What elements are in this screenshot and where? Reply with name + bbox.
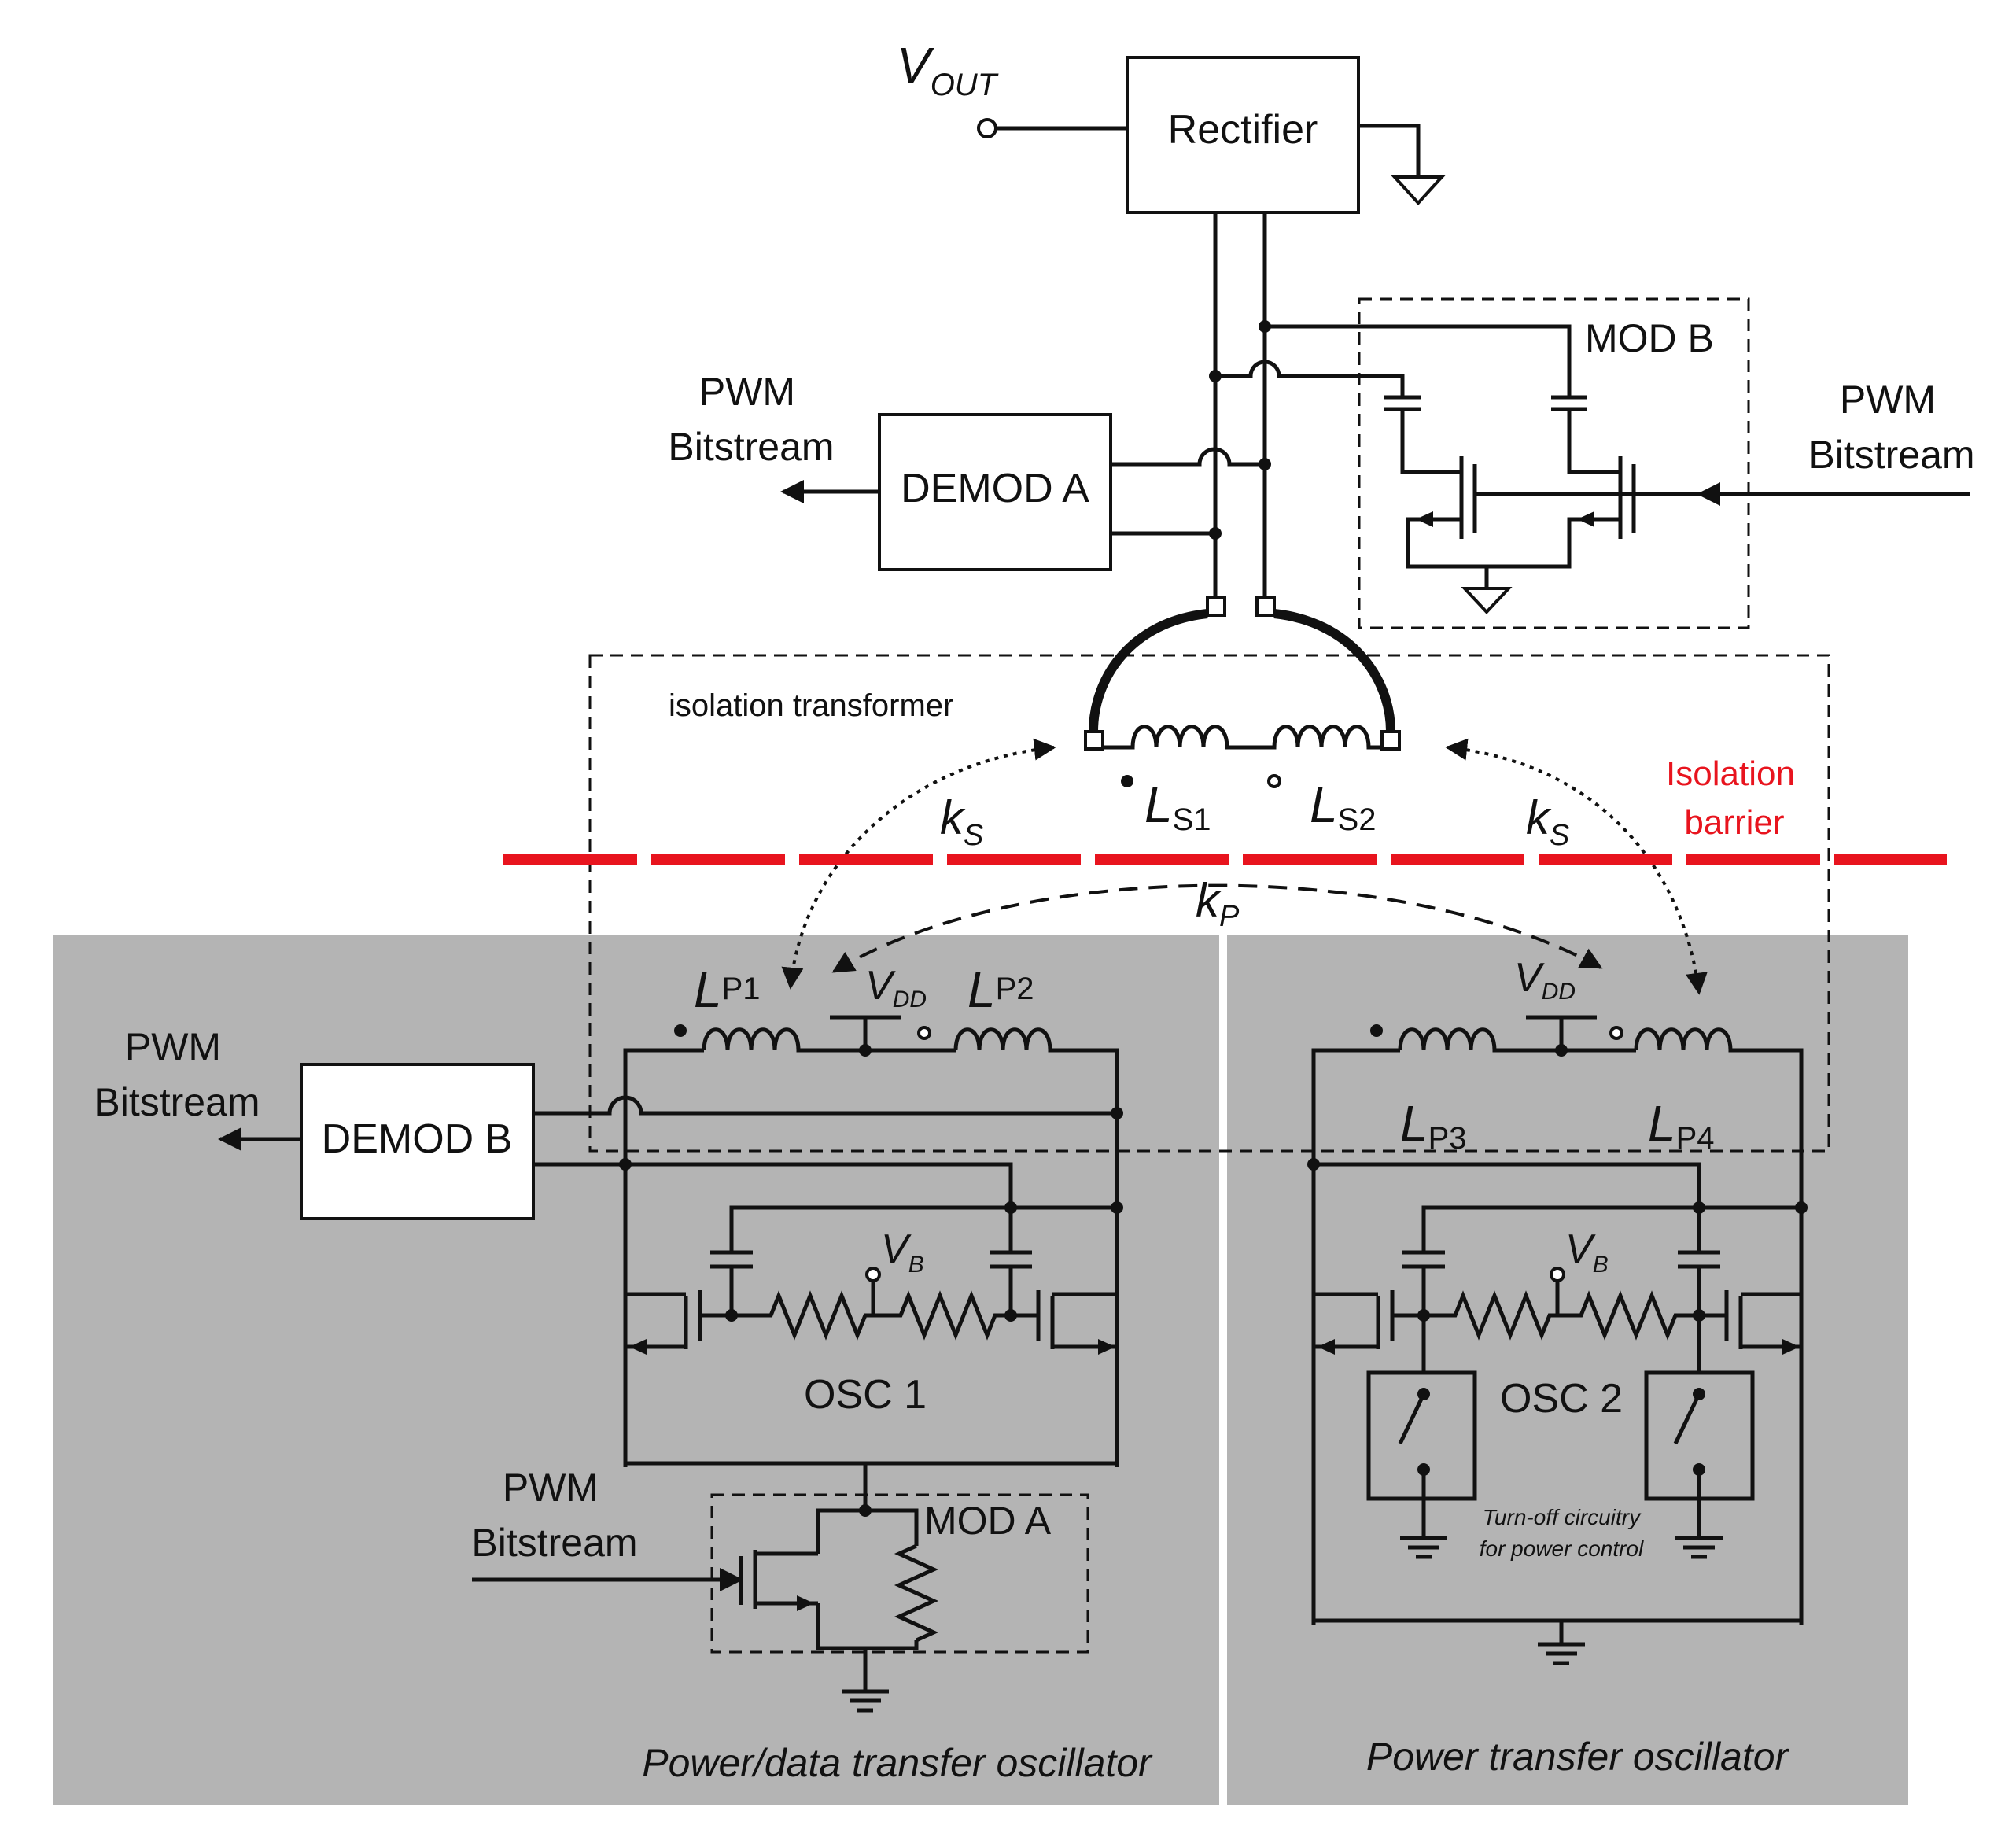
pwm-label-top: PWM (699, 370, 795, 414)
rectifier-block: Rectifier (1126, 56, 1360, 214)
mod-a-label: MOD A (924, 1499, 1052, 1543)
secondary-rails (1209, 212, 1271, 598)
lp4-label: LP4 (1648, 1095, 1715, 1156)
vb1-sub: B (908, 1252, 924, 1278)
osc1-circuit (533, 1015, 1123, 1517)
rectifier-label: Rectifier (1168, 107, 1318, 153)
lp3-main: L (1400, 1095, 1428, 1152)
turnoff-label-1: Turn-off circuitry (1483, 1505, 1642, 1529)
ks-right-label: kS (1526, 791, 1569, 852)
isolation-transformer-label: isolation transformer (669, 688, 953, 723)
vb2-label: VB (1565, 1226, 1609, 1278)
lp1-label: LP1 (694, 961, 761, 1018)
lp2-main: L (967, 961, 996, 1018)
demod-a-box (878, 413, 1112, 571)
vb2-sub: B (1593, 1252, 1609, 1278)
vout-sub: OUT (931, 68, 999, 102)
mod-b-block: MOD B (1215, 297, 1970, 629)
ks-left-main: k (940, 791, 966, 844)
vdd2-label: VDD (1514, 955, 1576, 1005)
vb1-main: V (881, 1226, 912, 1272)
rectifier-ground (1358, 124, 1446, 205)
ls2-label: LS2 (1310, 776, 1377, 837)
mod-b-label: MOD B (1585, 316, 1714, 360)
lp3-label: LP3 (1400, 1095, 1467, 1156)
ls2-sub: S2 (1338, 802, 1377, 837)
ks-right-coupling (1445, 738, 1708, 995)
ls2-dot (1267, 774, 1281, 788)
ls1-dot (1121, 775, 1133, 787)
lp4-main: L (1648, 1095, 1676, 1152)
isolation-label: Isolation (1666, 754, 1795, 793)
ls1-label: LS1 (1144, 776, 1211, 837)
lp2-sub: P2 (996, 972, 1034, 1006)
vout-label: VOUT (897, 37, 999, 102)
power-data-oscillator-panel (53, 935, 1219, 1805)
mod-a-block: MOD A (472, 1493, 1089, 1713)
kp-label: kP (1196, 874, 1240, 933)
kp-sub: P (1219, 900, 1240, 933)
vb2-main: V (1565, 1226, 1596, 1272)
rectifier-box (1126, 56, 1360, 214)
pwm-label-bottom: PWM (503, 1466, 599, 1510)
secondary-winding (1084, 596, 1401, 788)
kp-main: k (1196, 874, 1222, 927)
mod-a-box (710, 1493, 1089, 1654)
osc2-circuit (1307, 1015, 1808, 1665)
vout-node (977, 118, 997, 138)
kp-coupling (831, 883, 1603, 973)
caption-power-data-oscillator: Power/data transfer oscillator (642, 1741, 1153, 1785)
demod-a-block: DEMOD A (780, 413, 1265, 571)
vb1-label: VB (881, 1226, 924, 1278)
ls2-main: L (1310, 776, 1338, 833)
demod-b-box (300, 1063, 535, 1220)
osc1-label: OSC 1 (804, 1372, 927, 1418)
barrier-label: barrier (1684, 803, 1784, 842)
vout-terminal: VOUT (897, 37, 1127, 138)
lp3-sub: P3 (1428, 1121, 1467, 1156)
bitstream-label-top: Bitstream (668, 425, 834, 469)
pwm-label-left: PWM (125, 1025, 221, 1069)
ks-right-main: k (1526, 791, 1552, 844)
lp1-main: L (694, 961, 722, 1018)
demod-a-label: DEMOD A (901, 466, 1089, 511)
vdd2-sub: DD (1542, 979, 1576, 1005)
osc2-label: OSC 2 (1500, 1376, 1623, 1422)
vdd1-label: VDD (865, 963, 927, 1012)
caption-power-oscillator: Power transfer oscillator (1366, 1735, 1790, 1779)
power-oscillator-panel (1227, 935, 1908, 1805)
demod-b-block: DEMOD B (218, 1063, 535, 1220)
ls1-sub: S1 (1173, 802, 1211, 837)
lp4-sub: P4 (1676, 1121, 1715, 1156)
bitstream-label-bottom: Bitstream (471, 1521, 637, 1565)
bitstream-label-left: Bitstream (94, 1080, 260, 1124)
vdd2-main: V (1514, 955, 1545, 1001)
ks-left-sub: S (964, 819, 983, 852)
bitstream-label-right: Bitstream (1808, 433, 1974, 477)
ks-right-sub: S (1550, 819, 1569, 852)
ks-left-coupling (781, 738, 1056, 990)
lp2-label: LP2 (967, 961, 1034, 1018)
vout-main: V (897, 37, 934, 94)
ls1-main: L (1144, 776, 1173, 833)
vdd1-main: V (865, 963, 896, 1009)
lp1-sub: P1 (722, 972, 761, 1006)
isolation-transformer-box (588, 654, 1830, 1153)
ks-left-label: kS (940, 791, 983, 852)
pwm-label-right: PWM (1840, 378, 1936, 422)
turnoff-label-2: for power control (1480, 1536, 1644, 1561)
mod-b-box (1358, 297, 1750, 629)
vdd1-sub: DD (893, 987, 927, 1012)
demod-b-label: DEMOD B (322, 1116, 513, 1162)
